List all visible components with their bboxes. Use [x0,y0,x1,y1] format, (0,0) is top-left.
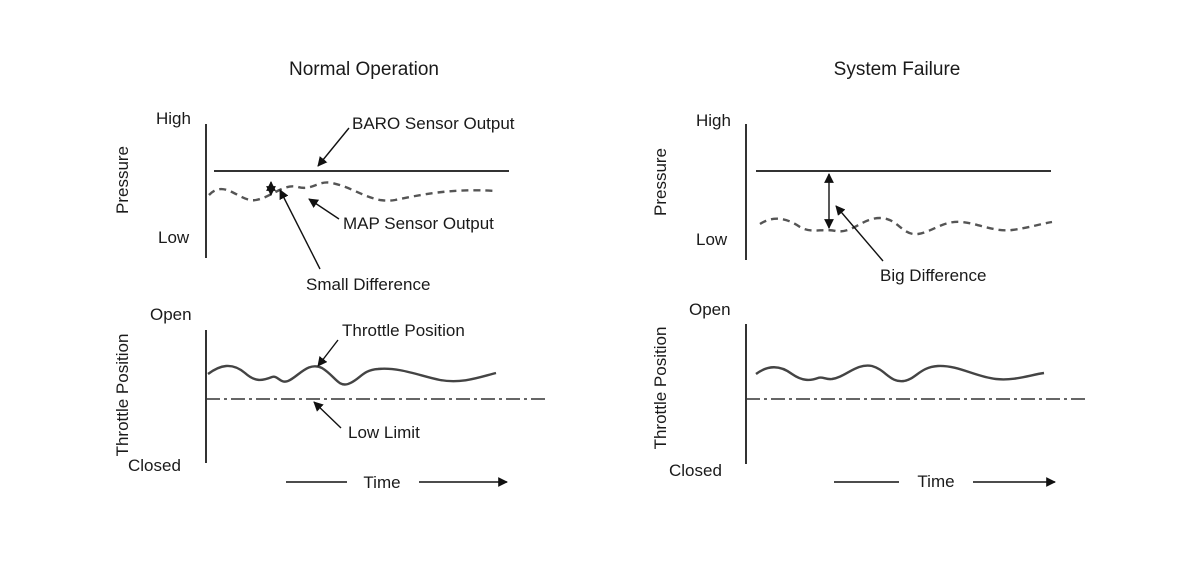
normal-pressure-low-label: Low [158,228,190,247]
normal-operation-panel: Normal Operation High Low Pressure BARO … [113,59,548,492]
map-sensor-label: MAP Sensor Output [343,214,494,233]
normal-time-label: Time [363,473,400,492]
small-difference-label: Small Difference [306,275,430,294]
normal-throttle-closed-label: Closed [128,456,181,475]
failure-throttle-open-label: Open [689,300,731,319]
low-limit-leader-arrow [313,401,342,429]
normal-time-axis: Time [286,473,508,492]
throttle-position-label: Throttle Position [342,321,465,340]
failure-time-axis: Time [834,472,1056,491]
failure-pressure-high-label: High [696,111,731,130]
normal-panel-title: Normal Operation [289,59,439,80]
failure-map-line [759,216,1053,236]
baro-sensor-label: BARO Sensor Output [352,114,515,133]
low-limit-label: Low Limit [348,423,420,442]
failure-pressure-low-label: Low [696,230,728,249]
big-difference-label: Big Difference [880,266,986,285]
normal-pressure-axis-label: Pressure [113,146,132,214]
normal-pressure-high-label: High [156,109,191,128]
normal-throttle-position-line [207,364,497,386]
normal-pressure-graph: High Low Pressure BARO Sensor Output MAP… [113,109,515,294]
failure-time-label: Time [917,472,954,491]
failure-panel-title: System Failure [834,59,961,80]
failure-throttle-graph: Open Closed Throttle Position [651,300,1088,480]
failure-pressure-axis-label: Pressure [651,148,670,216]
failure-throttle-closed-label: Closed [669,461,722,480]
failure-pressure-graph: High Low Pressure Big Difference [651,111,1053,285]
failure-throttle-position-line [755,364,1045,383]
failure-throttle-axis-label: Throttle Position [651,327,670,450]
normal-throttle-graph: Open Closed Throttle Position Throttle P… [113,305,548,475]
baro-leader-arrow [317,127,350,167]
small-difference-leader-arrow [279,189,321,270]
normal-map-line [208,181,497,202]
system-failure-panel: System Failure High Low Pressure Big Dif… [651,59,1088,491]
big-difference-leader-arrow [835,205,884,262]
normal-throttle-open-label: Open [150,305,192,324]
throttle-position-leader-arrow [317,339,339,367]
map-leader-arrow [308,198,340,220]
normal-throttle-axis-label: Throttle Position [113,334,132,457]
